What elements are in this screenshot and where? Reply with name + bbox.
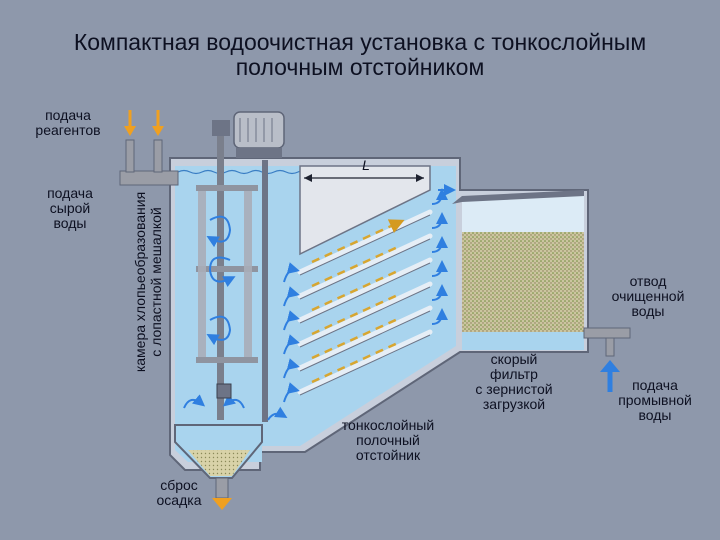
- flow-arrow-icon: [431, 236, 448, 253]
- label-wash-water-line: подача: [632, 377, 678, 393]
- label-sludge: сброс осадка: [144, 478, 214, 508]
- flow-arrow-icon: [283, 382, 300, 403]
- water-surface: [177, 169, 311, 175]
- stirrer-shaft: [217, 128, 224, 420]
- label-shelf-length: L: [362, 157, 370, 173]
- label-settler: тонкослойный полочный отстойник: [328, 418, 448, 463]
- swirl-arrow-icon: [222, 394, 245, 409]
- flow-arrow-icon: [431, 284, 448, 301]
- stirrer-paddle: [198, 191, 206, 357]
- chamber-partition: [262, 160, 268, 422]
- motor-icon: [212, 111, 285, 158]
- label-reagents-line: реагентов: [35, 122, 101, 138]
- label-filter-line: скорый: [490, 351, 538, 367]
- stirrer-blade: [196, 357, 258, 363]
- label-wash-water: подача промывной воды: [600, 378, 710, 423]
- label-clean-outlet-line: отвод: [629, 273, 667, 289]
- label-settler-line: полочный: [356, 432, 420, 448]
- swirl-arrow-icon: [206, 315, 232, 346]
- sludge-pipe: [215, 477, 229, 499]
- flow-arrow-icon: [431, 212, 448, 229]
- label-wash-water-line: воды: [638, 407, 672, 423]
- reagent-arrow-icon: [124, 126, 136, 136]
- label-filter: скорый фильтр с зернистой загрузкой: [464, 352, 564, 412]
- filter-underdrain: [462, 332, 584, 350]
- clarified-zone: [299, 165, 431, 256]
- stirrer-blade: [196, 266, 258, 272]
- label-sludge-line: сброс: [160, 477, 198, 493]
- label-settler-line: тонкослойный: [341, 417, 435, 433]
- swirl-arrow-icon: [183, 394, 206, 409]
- label-reagents: подача реагентов: [20, 108, 116, 138]
- label-clean-outlet-line: очищенной: [611, 288, 685, 304]
- label-raw-water-line: сырой: [49, 200, 91, 216]
- raw-water-inlet: [119, 110, 179, 186]
- filter-water: [462, 196, 584, 232]
- label-settler-line: отстойник: [355, 447, 421, 463]
- filter-inlet-trough: [452, 190, 584, 204]
- label-raw-water-line: воды: [53, 215, 87, 231]
- label-clean-outlet-line: воды: [631, 303, 665, 319]
- label-flocculation-line: камера хлопьеобразования: [132, 191, 148, 373]
- sludge-layer: [188, 450, 250, 476]
- flow-arrow-icon: [283, 310, 300, 331]
- flow-arrow-icon: [283, 286, 300, 307]
- label-filter-line: загрузкой: [482, 396, 546, 412]
- sludge-arrow-icon: [212, 498, 232, 510]
- page-title: Компактная водоочистная установка с тонк…: [0, 30, 720, 80]
- reagent-arrow-icon: [152, 126, 164, 136]
- label-raw-water: подача сырой воды: [30, 186, 110, 231]
- sludge-outlet: [212, 383, 232, 510]
- stirrer-blade: [196, 185, 258, 191]
- label-reagents-line: подача: [45, 107, 91, 123]
- label-filter-line: фильтр: [490, 366, 538, 382]
- clean-water-pipe: [605, 337, 615, 357]
- flow-arrow-icon: [431, 308, 448, 325]
- clean-water-pipe: [583, 327, 631, 339]
- label-filter-line: с зернистой: [475, 381, 553, 397]
- title-line-1: Компактная водоочистная установка с тонк…: [73, 29, 647, 55]
- flow-arrow-icon: [283, 334, 300, 355]
- label-raw-water-line: подача: [47, 185, 93, 201]
- reagent-pipe: [125, 139, 135, 173]
- label-clean-outlet: отвод очищенной воды: [598, 274, 698, 319]
- flow-arrow-icon: [600, 360, 620, 372]
- flow-arrow-icon: [283, 262, 300, 283]
- reagent-pipe: [153, 139, 163, 173]
- label-sludge-line: осадка: [156, 492, 202, 508]
- flow-arrow-icon: [283, 358, 300, 379]
- rapid-filter: [452, 190, 631, 392]
- thin-layer-settler: [267, 165, 456, 421]
- flow-arrow-icon: [267, 406, 288, 421]
- title-line-2: полочным отстойником: [235, 54, 485, 80]
- label-flocculation: камера хлопьеобразования с лопастной меш…: [132, 162, 164, 402]
- valve-icon: [216, 383, 232, 399]
- flow-arrow-icon: [431, 188, 448, 205]
- label-wash-water-line: промывной: [618, 392, 692, 408]
- stirrer-paddle: [244, 191, 252, 357]
- swirl-arrow-icon: [208, 256, 236, 287]
- filter-media: [462, 232, 584, 332]
- flocculation-chamber: [183, 128, 268, 422]
- swirl-arrow-icon: [206, 215, 232, 248]
- label-flocculation-line: с лопастной мешалкой: [148, 207, 164, 357]
- inlet-pipe: [119, 170, 179, 186]
- flow-arrow-icon: [431, 260, 448, 277]
